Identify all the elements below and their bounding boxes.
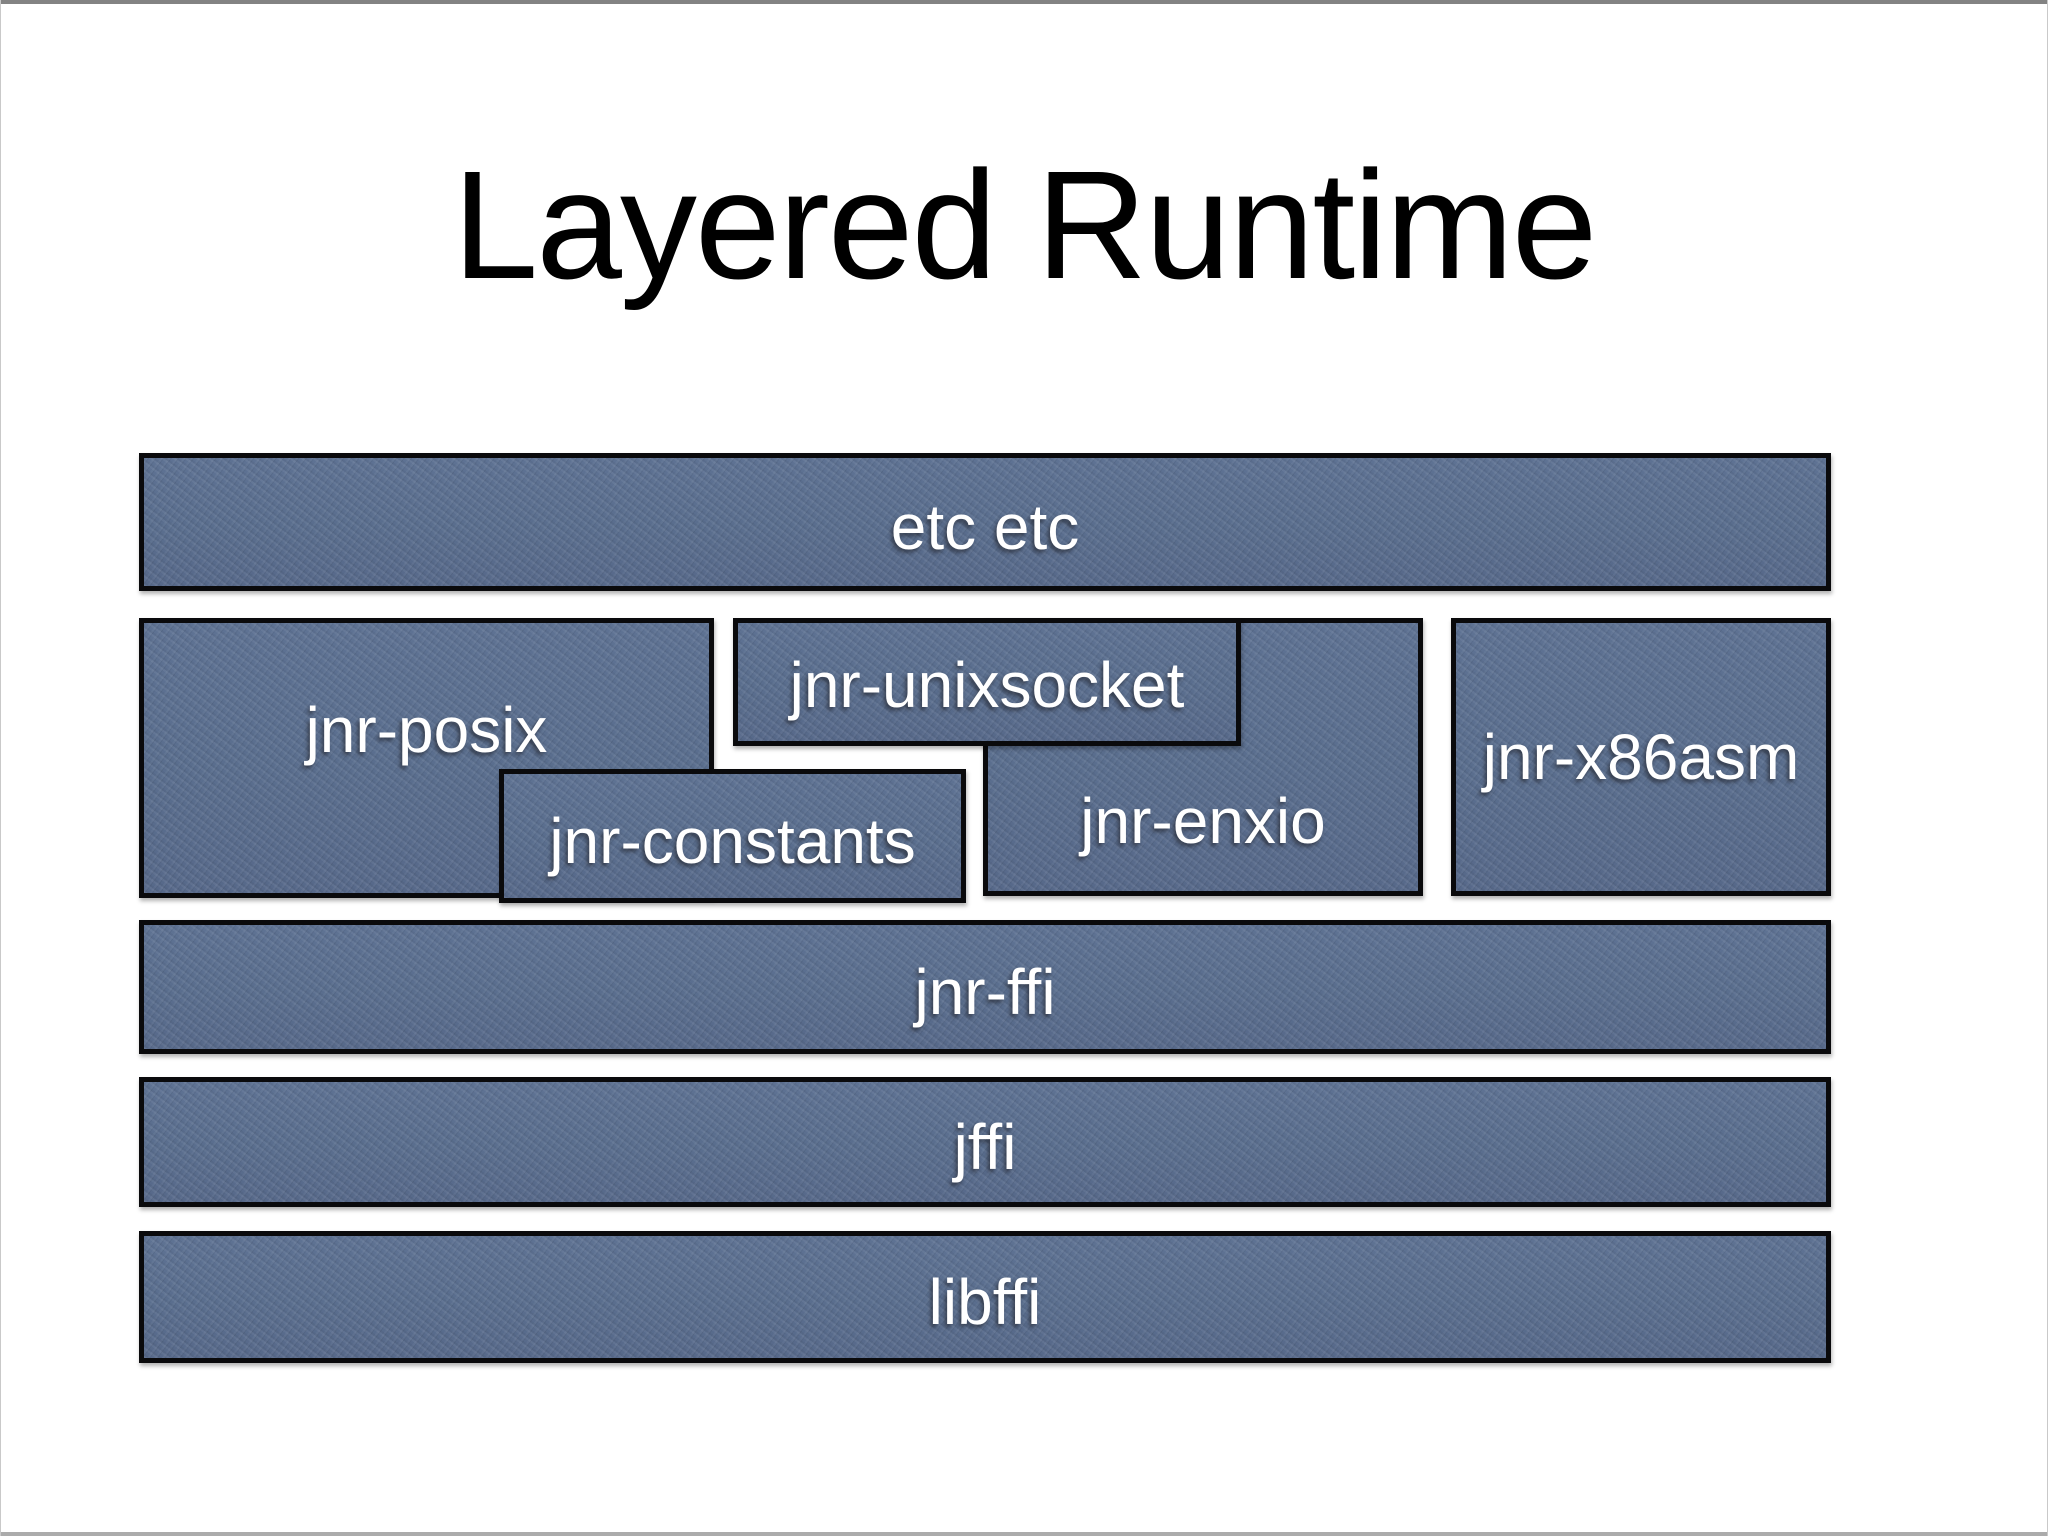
layer-label-jnr-unixsocket: jnr-unixsocket	[789, 649, 1185, 721]
layer-label-jnr-ffi: jnr-ffi	[914, 956, 1056, 1028]
layer-label-jnr-posix: jnr-posix	[305, 694, 548, 766]
window-bottom-edge	[1, 1532, 2047, 1536]
layer-label-jffi: jffi	[953, 1111, 1017, 1183]
layer-label-jnr-enxio: jnr-enxio	[1080, 785, 1326, 857]
slide-title: Layered Runtime	[452, 139, 1598, 311]
layer-box-jnr-x86asm: jnr-x86asm	[1451, 618, 1831, 896]
window-top-edge	[1, 0, 2047, 4]
layer-box-jnr-ffi: jnr-ffi	[139, 920, 1831, 1054]
layer-label-libffi: libffi	[928, 1266, 1042, 1338]
layer-box-jffi: jffi	[139, 1077, 1831, 1207]
layer-box-jnr-unixsocket: jnr-unixsocket	[733, 618, 1241, 746]
layer-label-etc-etc: etc etc	[890, 491, 1080, 563]
layer-label-jnr-x86asm: jnr-x86asm	[1482, 721, 1800, 793]
layer-label-jnr-constants: jnr-constants	[549, 805, 916, 877]
layer-box-etc-etc: etc etc	[139, 453, 1831, 591]
layer-box-libffi: libffi	[139, 1231, 1831, 1363]
layer-box-jnr-constants: jnr-constants	[499, 769, 966, 903]
